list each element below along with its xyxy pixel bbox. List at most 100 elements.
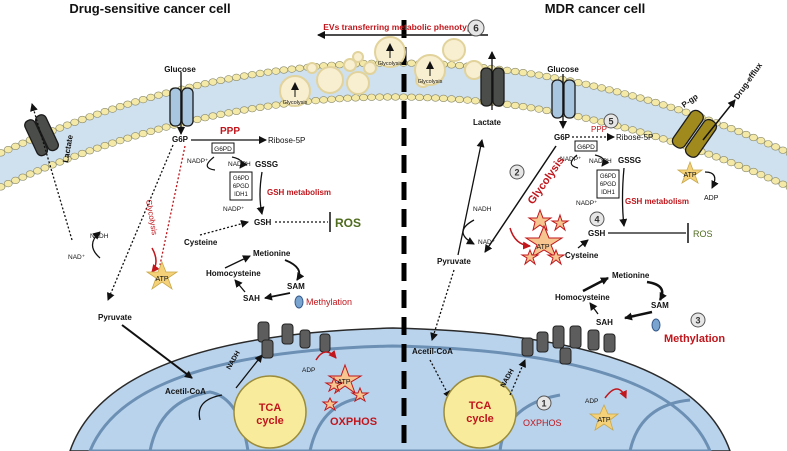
lipid-head (749, 167, 758, 176)
left-acetyl-coa: Acetil-CoA (165, 387, 206, 396)
left-gssg: GSSG (255, 160, 278, 169)
lipid-head (510, 101, 520, 110)
marker-6 (467, 19, 485, 37)
lipid-head (518, 68, 528, 77)
lipid-head (85, 147, 95, 155)
right-homocysteine: Homocysteine (555, 293, 610, 302)
lipid-head (123, 100, 132, 108)
lipid-head (741, 164, 751, 173)
lipid-head (154, 91, 163, 99)
lipid-head (367, 93, 376, 101)
lipid-head (383, 93, 392, 101)
lipid-head (658, 101, 668, 109)
lipid-head (763, 174, 773, 182)
left-tca-cycle (233, 375, 307, 449)
left-enzyme-idh1: IDH1 (234, 192, 248, 198)
right-nad-plus: NAD⁺ (478, 239, 496, 246)
left-oxphos: OXPHOS (330, 416, 377, 428)
svg-text:4: 4 (594, 215, 599, 225)
lipid-head (327, 95, 336, 103)
lipid-head (319, 96, 328, 104)
left-sah: SAH (243, 294, 260, 303)
svg-text:cycle: cycle (466, 413, 494, 425)
right-enzyme-g6pd: G6PD (600, 174, 617, 180)
right-gssg: GSSG (618, 156, 641, 165)
lipid-head (518, 102, 528, 111)
lipid-head (18, 173, 28, 181)
svg-text:6: 6 (473, 24, 479, 35)
right-methylation: Methylation (664, 333, 725, 345)
left-ros: ROS (335, 216, 361, 230)
lipid-head (93, 110, 102, 118)
left-nad-cycle (91, 231, 101, 259)
lipid-head (208, 78, 218, 86)
lipid-head (711, 153, 721, 161)
lipid-head (0, 149, 6, 157)
lipid-head (200, 114, 210, 122)
lipid-head (33, 167, 42, 175)
plasma-membrane (0, 59, 787, 191)
lipid-head (399, 93, 408, 101)
left-adp: ADP (302, 367, 315, 374)
right-atp-mito-star (588, 404, 620, 431)
lipid-head (439, 94, 448, 102)
lipid-head (423, 94, 432, 102)
right-ppp: PPP (591, 125, 607, 134)
right-etc-complexes (521, 325, 616, 365)
lipid-head (463, 96, 472, 104)
pgp-adp: ADP (704, 195, 719, 202)
lipid-head (232, 73, 241, 81)
left-atp: ATP (155, 276, 168, 283)
lipid-head (287, 65, 297, 73)
lipid-head (115, 102, 125, 111)
lipid-head (526, 70, 536, 78)
lipid-head (311, 96, 321, 105)
lipid-head (232, 107, 241, 115)
lipid-head (240, 72, 249, 80)
right-nadh: NADH (473, 206, 492, 213)
left-atp-mito: ATP (337, 379, 350, 386)
lipid-head (192, 115, 202, 124)
svg-text:TCA: TCA (469, 400, 492, 412)
lipid-head (70, 118, 79, 126)
right-atp: ATP (536, 244, 549, 251)
lipid-head (115, 137, 125, 145)
lipid-head (131, 132, 140, 140)
lipid-head (93, 144, 102, 152)
lipid-head (666, 103, 676, 111)
lipid-head (335, 61, 344, 69)
lipid-head (131, 98, 140, 106)
lipid-head (756, 171, 766, 179)
right-nadph: NADPH (589, 158, 612, 165)
svg-text:TCA: TCA (259, 402, 282, 414)
lipid-head (63, 155, 72, 163)
right-ribose5p: Ribose-5P (616, 133, 653, 142)
lipid-head (778, 180, 787, 188)
marker-1 (509, 164, 525, 180)
glucose-transporter-left (169, 87, 194, 127)
left-enzyme-6pgd: 6PGD (233, 184, 250, 190)
lipid-head (643, 96, 653, 104)
right-g6pd-box: G6PD (577, 144, 595, 151)
ev-label: EVs transferring metabolic phenotype (323, 22, 477, 32)
lipid-head (771, 177, 780, 185)
lipid-head (359, 93, 368, 102)
right-nadp-2: NADP⁺ (576, 200, 598, 207)
lipid-head (146, 93, 156, 101)
pgp-transporter (671, 109, 718, 158)
lipid-head (589, 82, 599, 90)
lipid-head (407, 59, 416, 67)
right-adp: ADP (585, 398, 598, 405)
lipid-head (542, 72, 552, 81)
lipid-head (343, 94, 352, 102)
left-nad-plus: NAD⁺ (68, 254, 86, 261)
lipid-head (40, 164, 50, 172)
lipid-head (455, 95, 464, 104)
left-nadp-2: NADP⁺ (223, 206, 245, 213)
right-glucose: Glucose (547, 65, 579, 74)
lipid-head (534, 71, 544, 79)
right-gsh-metabolism: GSH metabolism (625, 197, 689, 206)
lipid-head (85, 113, 95, 121)
lipid-head (63, 121, 72, 129)
